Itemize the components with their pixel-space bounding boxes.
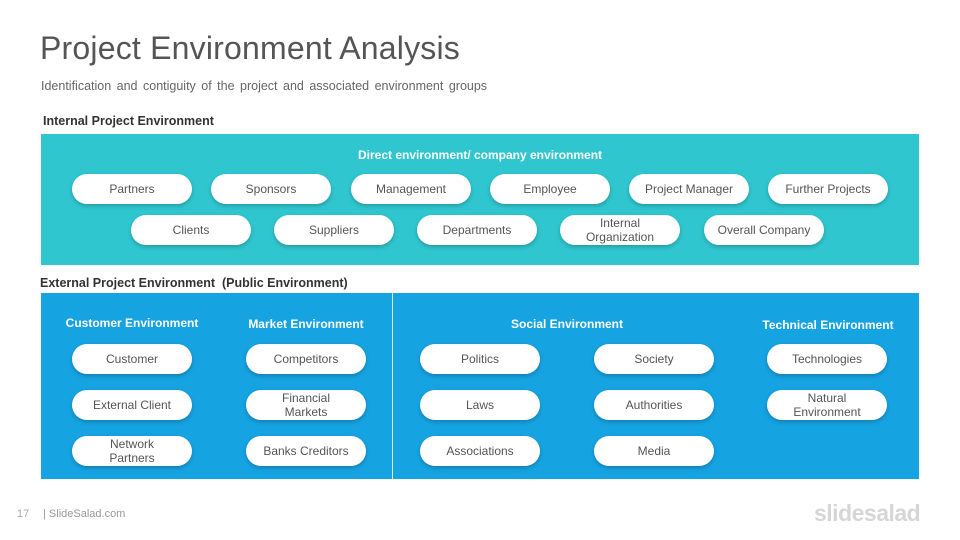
pill-sponsors: Sponsors: [211, 174, 331, 204]
footer-site: | SlideSalad.com: [43, 508, 126, 520]
pill-employee: Employee: [490, 174, 610, 204]
page-title: Project Environment Analysis: [40, 30, 461, 66]
market-environment-title: Market Environment: [248, 317, 364, 331]
pill-society: Society: [594, 344, 714, 374]
external-panel-divider: [392, 293, 393, 479]
page-subtitle: Identification and contiguity of the pro…: [41, 79, 488, 93]
pill-external-client: External Client: [72, 390, 192, 420]
pill-overall-company: Overall Company: [704, 215, 824, 245]
slidesalad-logo: slidesalad: [814, 500, 921, 526]
pill-suppliers: Suppliers: [274, 215, 394, 245]
pill-further-projects: Further Projects: [768, 174, 888, 204]
internal-environment-label: Internal Project Environment: [43, 114, 214, 128]
external-environment-label: External Project Environment (Public Env…: [40, 276, 348, 290]
direct-environment-heading: Direct environment/ company environment: [357, 148, 603, 162]
pill-project-manager: Project Manager: [629, 174, 749, 204]
technical-environment-title: Technical Environment: [762, 318, 894, 332]
pill-internal-organization: Internal Organization: [560, 215, 680, 245]
pill-laws: Laws: [420, 390, 540, 420]
pill-competitors: Competitors: [246, 344, 366, 374]
pill-management: Management: [351, 174, 471, 204]
pill-banks-creditors: Banks Creditors: [246, 436, 366, 466]
pill-partners: Partners: [72, 174, 192, 204]
pill-media: Media: [594, 436, 714, 466]
customer-environment-title: Customer Environment: [65, 316, 199, 330]
pill-technologies: Technologies: [767, 344, 887, 374]
pill-customer: Customer: [72, 344, 192, 374]
pill-politics: Politics: [420, 344, 540, 374]
pill-network-partners: Network Partners: [72, 436, 192, 466]
pill-natural-environment: Natural Environment: [767, 390, 887, 420]
pill-financial-markets: Financial Markets: [246, 390, 366, 420]
social-environment-title: Social Environment: [510, 317, 624, 331]
pill-departments: Departments: [417, 215, 537, 245]
pill-associations: Associations: [420, 436, 540, 466]
internal-environment-panel: Direct environment/ company environment …: [41, 134, 919, 265]
slide-number: 17: [17, 508, 30, 520]
external-environment-panel: Customer Environment Customer External C…: [41, 293, 919, 479]
pill-clients: Clients: [131, 215, 251, 245]
pill-authorities: Authorities: [594, 390, 714, 420]
